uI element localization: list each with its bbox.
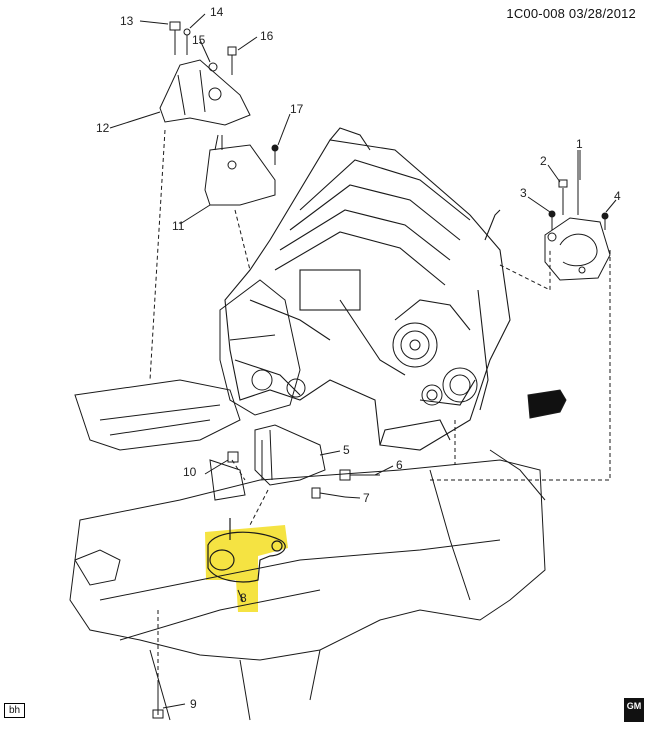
upper-left-mount xyxy=(159,21,279,206)
callout-14: 14 xyxy=(210,5,224,19)
callout-6: 6 xyxy=(396,458,403,472)
right-mount-assembly xyxy=(544,150,611,281)
callout-8: 8 xyxy=(240,591,247,605)
rear-mount-bracket xyxy=(254,424,380,499)
footer-tag: bh xyxy=(4,703,26,718)
bolt-9-head xyxy=(152,709,164,719)
callout-5: 5 xyxy=(343,443,350,457)
callout-11: 11 xyxy=(172,219,185,233)
leader-lines xyxy=(109,13,617,709)
callout-3: 3 xyxy=(520,186,527,200)
callout-4: 4 xyxy=(614,189,621,203)
engine-block xyxy=(224,127,511,451)
callout-16: 16 xyxy=(260,29,274,43)
callout-17: 17 xyxy=(290,102,304,116)
document-id: 1C00-008 03/28/2012 xyxy=(506,6,636,21)
doc-date: 03/28/2012 xyxy=(568,6,636,21)
doc-code: 1C00-008 xyxy=(506,6,566,21)
subframe xyxy=(69,379,546,721)
callout-12: 12 xyxy=(96,121,110,135)
callout-10: 10 xyxy=(183,465,197,479)
callout-1: 1 xyxy=(576,137,583,151)
transmission xyxy=(219,279,301,416)
callout-2: 2 xyxy=(540,154,547,168)
highlight-part-8 xyxy=(205,525,288,612)
torque-strut xyxy=(207,518,286,583)
callout-7: 7 xyxy=(363,491,370,505)
bolt-10 xyxy=(227,451,239,463)
callout-15: 15 xyxy=(192,33,206,47)
callout-9: 9 xyxy=(190,697,197,711)
pulleys xyxy=(286,322,478,406)
brand-logo: GM xyxy=(624,698,644,722)
callout-13: 13 xyxy=(120,14,134,28)
brand-text: GM xyxy=(626,701,642,711)
forward-arrow xyxy=(527,389,567,419)
